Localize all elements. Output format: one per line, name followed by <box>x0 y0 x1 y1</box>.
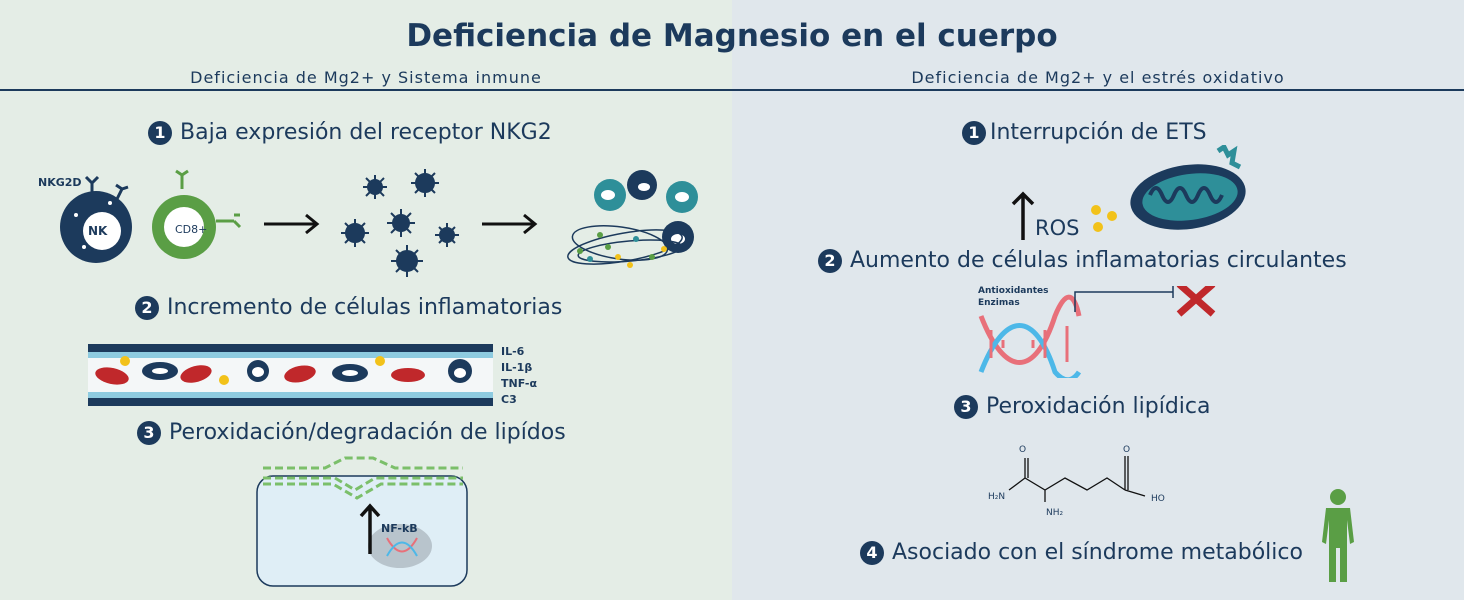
ros-label: ROS <box>1035 216 1080 240</box>
step-number-badge: 3 <box>137 420 161 445</box>
right-step-3-text: Peroxidación lipídica <box>986 394 1211 419</box>
step-number-badge: 2 <box>818 248 842 273</box>
left-step-3-text: Peroxidación/degradación de lipídos <box>169 420 566 445</box>
nkg2d-label: NKG2D <box>38 176 82 189</box>
lipid-cell-icon <box>256 456 468 587</box>
cd8-label: CD8+ <box>175 223 208 236</box>
left-step-3: 3 Peroxidación/degradación de lipídos <box>137 420 566 445</box>
cytokine-label: C3 <box>501 393 517 406</box>
right-step-1-text: Interrupción de ETS <box>990 120 1207 145</box>
oxygen-label-1: O <box>1019 445 1027 455</box>
ho-label: HO <box>1151 494 1165 504</box>
left-subtitle: Deficiencia de Mg2+ y Sistema inmune <box>190 68 542 87</box>
nfkb-label: NF-kB <box>381 522 418 535</box>
arrow-right-icon <box>264 213 320 235</box>
right-step-2: 2 Aumento de células inflamatorias circu… <box>818 248 1347 273</box>
enzimas-label: Enzimas <box>978 298 1020 308</box>
inflammatory-cells-icon <box>567 170 698 268</box>
left-step-2: 2 Incremento de células inflamatorias <box>135 295 562 320</box>
step-number-badge: 3 <box>954 394 978 419</box>
step-number-badge: 4 <box>860 540 884 565</box>
ros-dots <box>1091 205 1117 232</box>
antioxidantes-label: Antioxidantes <box>978 286 1049 296</box>
up-arrow-icon <box>1011 191 1035 240</box>
dna-inhibition-icon <box>978 286 1216 378</box>
cytokine-label: IL-6 <box>501 345 525 358</box>
step-number-badge: 1 <box>962 120 986 145</box>
glutamine-structure-icon <box>1008 456 1146 502</box>
cytokine-label: IL-1β <box>501 361 533 374</box>
virus-cluster-icon <box>341 169 459 277</box>
cd8-cell-icon <box>152 169 242 259</box>
human-figure-icon <box>1322 489 1354 582</box>
nk-label: NK <box>88 224 108 238</box>
left-step-2-text: Incremento de células inflamatorias <box>167 295 563 320</box>
arrow-right-icon-2 <box>482 213 538 235</box>
step-number-badge: 1 <box>148 120 172 145</box>
cytokine-label: TNF-α <box>501 377 538 390</box>
mitochondria-icon <box>1130 145 1246 230</box>
right-step-4: 4 Asociado con el síndrome metabólico <box>860 540 1303 565</box>
left-step-1: 1 Baja expresión del receptor NKG2 <box>148 120 552 145</box>
oxygen-label-2: O <box>1123 445 1131 455</box>
right-step-2-text: Aumento de células inflamatorias circula… <box>850 248 1347 273</box>
right-step-1: 1 Interrupción de ETS <box>962 120 1207 145</box>
right-step-3: 3 Peroxidación lipídica <box>954 394 1211 419</box>
h2n-label: H₂N <box>988 492 1006 502</box>
main-title: Deficiencia de Magnesio en el cuerpo <box>406 18 1058 54</box>
dna-icon <box>386 537 418 557</box>
nk-cell-icon <box>60 175 132 263</box>
left-step-1-text: Baja expresión del receptor NKG2 <box>180 120 552 145</box>
antioxidant-labels: Antioxidantes Enzimas <box>978 285 1049 309</box>
cytokine-list: IL-6 IL-1β TNF-α C3 <box>501 344 537 408</box>
nh2-label: NH₂ <box>1046 508 1064 518</box>
right-subtitle: Deficiencia de Mg2+ y el estrés oxidativ… <box>911 68 1285 87</box>
step-number-badge: 2 <box>135 295 159 320</box>
blood-vessel-icon <box>88 344 493 406</box>
right-step-4-text: Asociado con el síndrome metabólico <box>892 540 1303 565</box>
header-divider <box>0 89 1464 91</box>
